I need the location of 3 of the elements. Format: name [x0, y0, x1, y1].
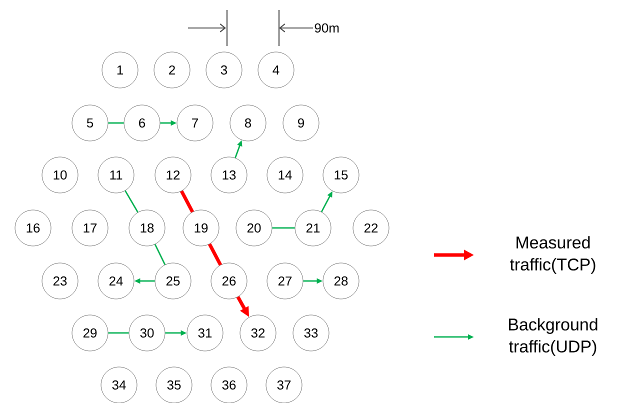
legend-label: Background traffic(UDP): [509, 318, 598, 356]
dimension-label: 90m: [314, 23, 339, 33]
legend-label: Measured traffic(TCP): [510, 236, 596, 274]
